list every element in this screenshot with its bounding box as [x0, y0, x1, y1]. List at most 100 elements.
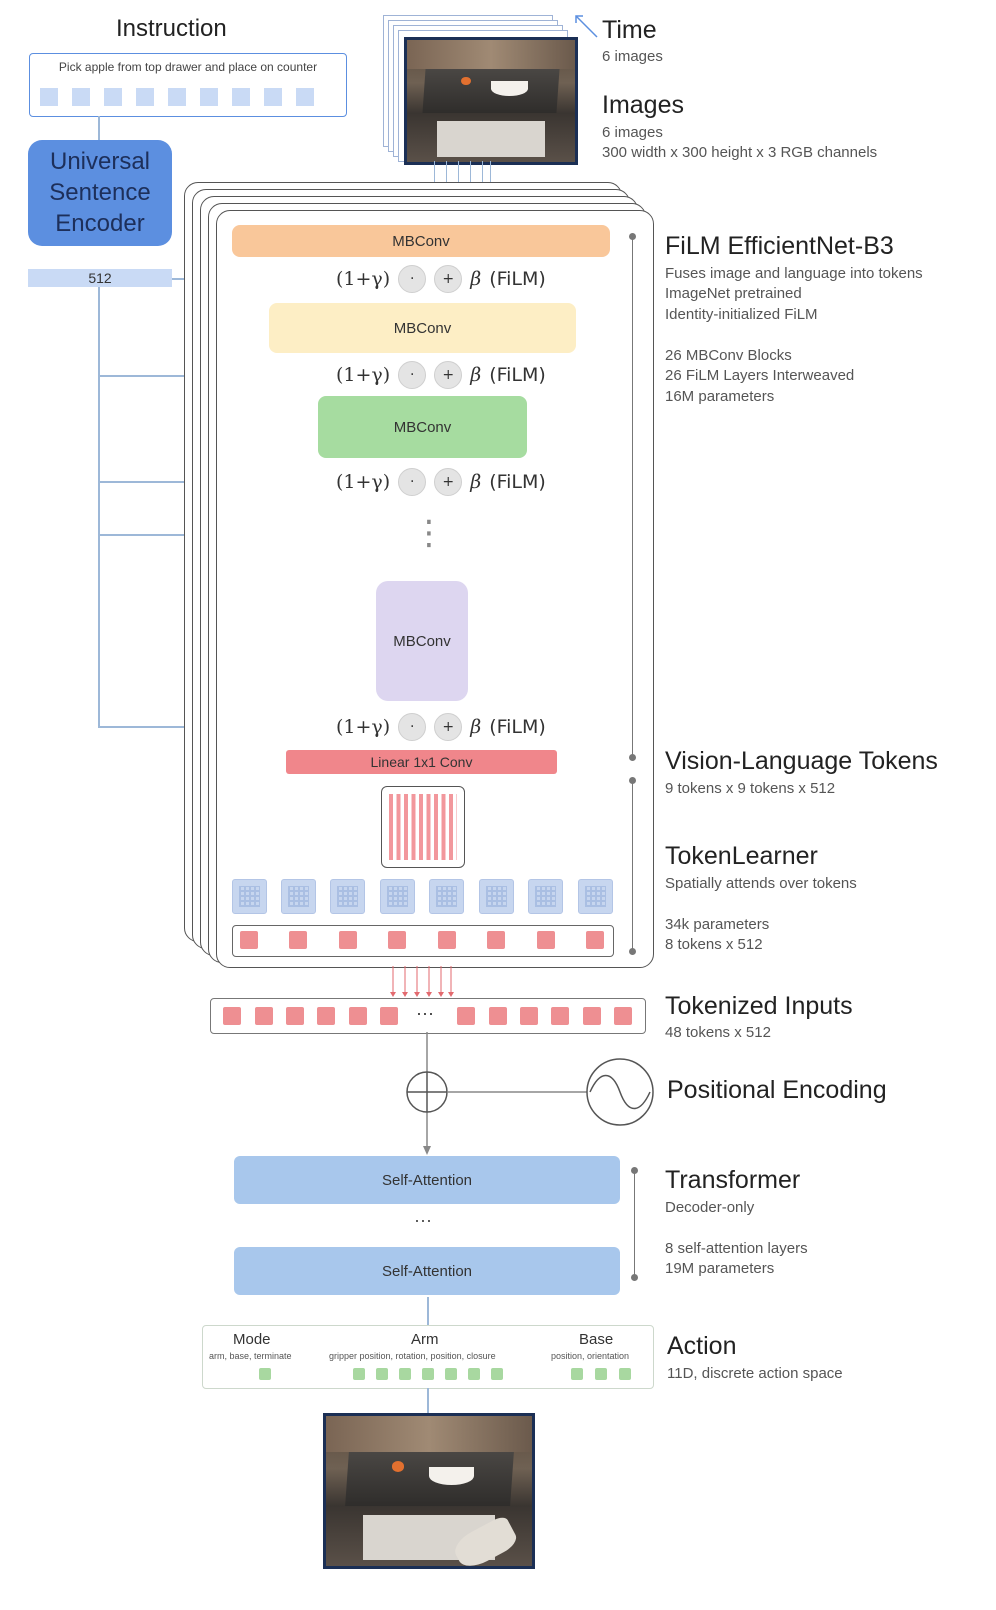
- camera-image-input: [404, 37, 578, 165]
- tokenlearner-stat-2: 8 tokens x 512: [665, 936, 763, 953]
- action-arm-name: Arm: [411, 1331, 439, 1348]
- film-label: (FiLM): [489, 364, 546, 386]
- transformer-bracket: [631, 1167, 638, 1281]
- transformer-ellipsis: ···: [414, 1210, 432, 1230]
- attention-map: [281, 879, 316, 914]
- multiply-op: ·: [398, 265, 427, 293]
- token-learner-output-row: [232, 925, 614, 957]
- attention-map: [429, 879, 464, 914]
- mbconv-label-1: MBConv: [392, 232, 450, 250]
- film-label: (FiLM): [489, 471, 546, 493]
- connector-line: [98, 116, 100, 140]
- add-op: +: [434, 713, 463, 741]
- blocks-ellipsis: ⋮: [412, 514, 446, 552]
- transformer-stat-1: 8 self-attention layers: [665, 1240, 808, 1257]
- tokenlearner-stat-1: 34k parameters: [665, 916, 770, 933]
- vision-language-token-grid: [381, 786, 465, 868]
- add-op: +: [434, 265, 463, 293]
- transformer-stat-2: 19M parameters: [665, 1260, 775, 1277]
- action-title: Action: [667, 1332, 737, 1360]
- add-op: +: [434, 361, 463, 389]
- multiply-op: ·: [398, 361, 427, 389]
- film-beta: β: [470, 716, 482, 738]
- mbconv-block-3: MBConv: [318, 396, 527, 458]
- add-op: +: [434, 468, 463, 496]
- film-layer-4: (1+γ) · + β (FiLM): [336, 713, 546, 741]
- instruction-text: Pick apple from top drawer and place on …: [58, 60, 318, 74]
- mbconv-label-4: MBConv: [393, 632, 451, 650]
- time-arrow-icon: [575, 15, 598, 38]
- film-label: (FiLM): [489, 268, 546, 290]
- positional-title: Positional Encoding: [667, 1076, 887, 1104]
- self-attention-label-2: Self-Attention: [381, 1262, 473, 1280]
- tokenized-sub: 48 tokens x 512: [665, 1024, 771, 1041]
- film-title: FiLM EfficientNet-B3: [665, 232, 894, 260]
- film-layer-1: (1+γ) · + β (FiLM): [336, 265, 546, 293]
- film-stat-1: 26 MBConv Blocks: [665, 347, 792, 364]
- self-attention-block-1: Self-Attention: [234, 1156, 620, 1204]
- positional-encoding-graphic: [406, 1032, 654, 1155]
- film-beta: β: [470, 471, 482, 493]
- film-layer-3: (1+γ) · + β (FiLM): [336, 468, 546, 496]
- linear-label: Linear 1x1 Conv: [370, 754, 473, 770]
- attention-map: [330, 879, 365, 914]
- mbconv-block-1: MBConv: [232, 225, 610, 257]
- instruction-box: Pick apple from top drawer and place on …: [29, 53, 347, 117]
- attention-map: [578, 879, 613, 914]
- time-sub: 6 images: [602, 48, 663, 65]
- attention-map: [528, 879, 563, 914]
- use-line-3: Encoder: [55, 210, 145, 237]
- multiply-op: ·: [398, 713, 427, 741]
- use-dim-label: 512: [88, 270, 112, 286]
- film-stat-2: 26 FiLM Layers Interweaved: [665, 367, 855, 384]
- action-base-desc: position, orientation: [551, 1351, 630, 1361]
- robot-output-image: [323, 1413, 535, 1569]
- self-attention-block-2: Self-Attention: [234, 1247, 620, 1295]
- mbconv-block-4: MBConv: [376, 581, 468, 701]
- action-arm-desc: gripper position, rotation, position, cl…: [329, 1351, 496, 1361]
- attention-map: [232, 879, 267, 914]
- mbconv-block-2: MBConv: [269, 303, 576, 353]
- images-sub-1: 6 images: [602, 124, 663, 141]
- token-flow-arrows: [390, 966, 454, 997]
- linear-1x1-conv: Linear 1x1 Conv: [286, 750, 557, 774]
- conditioning-line: [98, 287, 100, 727]
- tokenlearner-title: TokenLearner: [665, 842, 818, 870]
- images-title: Images: [602, 91, 684, 119]
- self-attention-label-1: Self-Attention: [381, 1171, 473, 1189]
- action-sub: 11D, discrete action space: [667, 1365, 843, 1382]
- images-sub-2: 300 width x 300 height x 3 RGB channels: [602, 144, 878, 161]
- film-desc-3: Identity-initialized FiLM: [665, 306, 818, 323]
- action-mode-desc: arm, base, terminate: [209, 1351, 292, 1361]
- use-line-1: Universal: [49, 148, 151, 175]
- use-line-2: Sentence: [49, 179, 151, 206]
- film-gamma: (1+γ): [336, 268, 391, 290]
- film-desc-1: Fuses image and language into tokens: [665, 265, 923, 282]
- mbconv-label-3: MBConv: [393, 418, 452, 436]
- action-base-name: Base: [579, 1331, 614, 1348]
- tokenized-inputs-row: ···: [210, 998, 646, 1034]
- tokens-ellipsis: ···: [416, 1003, 434, 1023]
- transformer-sub: Decoder-only: [665, 1199, 755, 1216]
- film-gamma: (1+γ): [336, 716, 391, 738]
- time-title: Time: [602, 16, 657, 44]
- mbconv-label-2: MBConv: [393, 319, 452, 337]
- use-embedding-bar: 512: [28, 269, 172, 287]
- tokenized-title: Tokenized Inputs: [665, 992, 853, 1020]
- transformer-title: Transformer: [665, 1166, 801, 1194]
- film-label: (FiLM): [489, 716, 546, 738]
- film-beta: β: [470, 268, 482, 290]
- film-gamma: (1+γ): [336, 471, 391, 493]
- film-beta: β: [470, 364, 482, 386]
- film-bracket: [629, 233, 636, 761]
- film-gamma: (1+γ): [336, 364, 391, 386]
- film-stat-3: 16M parameters: [665, 388, 775, 405]
- tokenlearner-sub: Spatially attends over tokens: [665, 875, 857, 892]
- use-box: Universal Sentence Encoder: [28, 140, 172, 246]
- attention-map: [380, 879, 415, 914]
- multiply-op: ·: [398, 468, 427, 496]
- film-layer-2: (1+γ) · + β (FiLM): [336, 361, 546, 389]
- film-desc-2: ImageNet pretrained: [665, 285, 802, 302]
- action-mode-name: Mode: [233, 1331, 271, 1348]
- attention-map: [479, 879, 514, 914]
